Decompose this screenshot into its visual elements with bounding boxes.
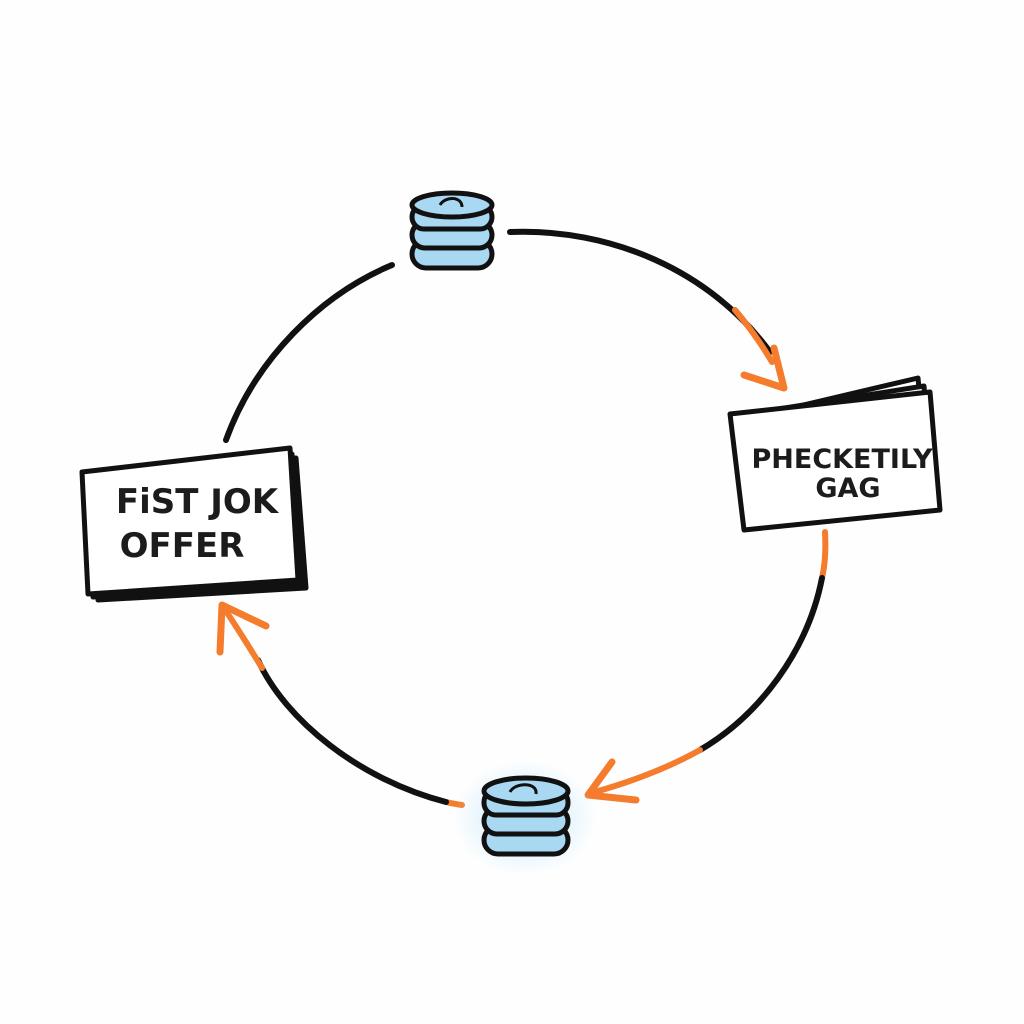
arc-top-right	[507, 228, 773, 355]
card-left: FiST JOK OFFER	[79, 445, 309, 603]
coin-stack-top	[409, 190, 495, 271]
arc-bottom-left	[255, 657, 449, 805]
arc-top-right-orange	[732, 307, 775, 365]
arc-left	[223, 262, 395, 443]
arrowhead-icon	[216, 601, 270, 656]
arrowhead-icon	[740, 344, 788, 392]
card-left-line2: OFFER	[120, 526, 245, 566]
cycle-ring	[219, 228, 829, 808]
card-right-line1: PHECKETILY	[751, 444, 932, 475]
arc-right	[697, 575, 825, 753]
arc-right-orange-end	[592, 747, 703, 795]
card-right: PHECKETILY GAG	[727, 375, 943, 533]
card-right-line2: GAG	[815, 473, 880, 504]
coin-stack-bottom	[453, 760, 597, 876]
coin-stack-icon	[481, 775, 571, 857]
coin-stack-icon	[409, 190, 495, 271]
arc-right-orange	[819, 529, 829, 581]
card-left-line1: FiST JOK	[116, 482, 280, 522]
